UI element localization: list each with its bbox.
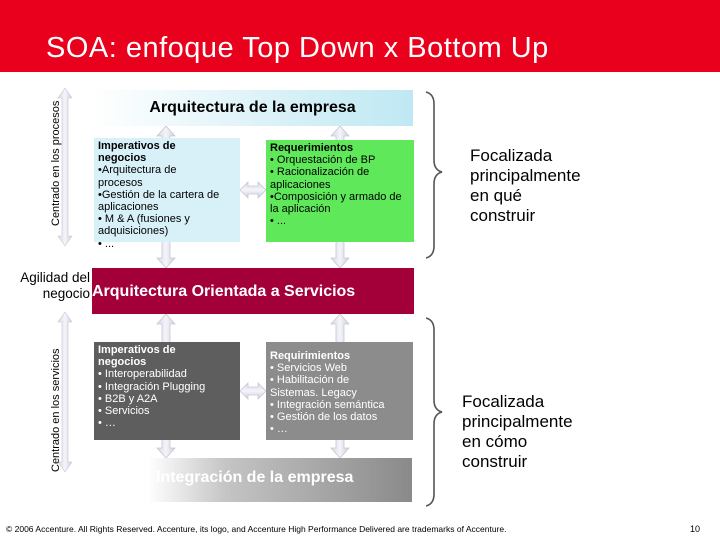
page-title: SOA: enfoque Top Down x Bottom Up [46,32,549,64]
box-line: • B2B y A2A [98,392,158,405]
agility-line: negocio [42,286,90,301]
box-line: • Interoperabilidad [98,368,187,381]
business-imperatives-top-box: Imperativos de negocios •Arquitectura de… [94,138,240,250]
box-line: • … [270,423,288,436]
focus-what-text: Focalizada principalmente en qué constru… [470,146,581,226]
box-line: negocios [98,356,147,369]
soa-band [92,268,414,314]
box-line: Requerimientos [270,142,354,154]
focus-line: construir [462,452,528,471]
horizontal-arrow-bottom [239,382,267,400]
box-line: • ... [270,215,287,228]
focus-line: en cómo [462,432,528,451]
box-line: • Racionalización de [270,166,370,179]
box-line: • ... [98,237,115,250]
header-bar [0,0,720,72]
copyright-notice: © 2006 Accenture. All Rights Reserved. A… [6,524,507,534]
box-line: adquisiciones) [98,225,169,238]
focus-line: Focalizada [470,146,553,165]
page-number: 10 [690,524,701,534]
focus-line: principalmente [462,412,573,431]
enterprise-integration-bar [148,458,412,502]
side-arrow-processes [57,87,73,247]
box-line: Sistemas. Legacy [270,386,357,399]
brace-top [425,91,443,259]
side-arrow-services [57,311,73,473]
agility-line: Agilidad del [20,270,90,285]
box-line: • Gestión de los datos [270,411,378,424]
horizontal-arrow-top [239,181,267,199]
focus-line: construir [470,206,536,225]
box-line: Imperativos de [98,140,176,152]
requirements-bottom-box: Requirimientos • Servicios Web • Habilit… [266,342,413,440]
enterprise-integration-title: Integración de la empresa [156,469,354,486]
focus-how-text: Focalizada principalmente en cómo constr… [462,392,573,472]
box-line: • M & A (fusiones y [98,213,190,226]
box-line: negocios [98,152,147,165]
focus-line: Focalizada [462,392,545,411]
focus-line: principalmente [470,166,581,185]
box-line: aplicaciones [270,178,331,191]
box-line: • Integración semántica [270,398,385,411]
box-line: •Arquitectura de [98,164,177,177]
label-process-centered: Centrado en los procesos [50,100,62,226]
enterprise-architecture-title: Arquitectura de la empresa [149,99,356,116]
box-line: • Servicios Web [270,362,348,375]
focus-line: en qué [470,186,522,205]
box-line: Requirimientos [270,350,351,362]
box-line: procesos [98,176,143,189]
business-agility-label: Agilidad del negocio [4,270,90,302]
box-line: •Gestión de la cartera de [98,188,220,201]
brace-bottom [425,317,443,507]
box-line: la aplicación [270,203,331,216]
label-service-centered: Centrado en los servicios [50,348,62,472]
enterprise-architecture-box: Arquitectura de la empresa [92,90,413,126]
requirements-top-box: Requerimientos • Orquestación de BP • Ra… [266,140,414,242]
box-line: • Integración Plugging [98,380,206,393]
box-line: • Servicios [98,405,150,418]
box-line: • Orquestación de BP [270,154,376,167]
soa-title: Arquitectura Orientada a Servicios [92,283,356,300]
box-line: Imperativos de [98,344,176,356]
box-line: •Composición y armado de [270,190,402,203]
box-line: • Habilitación de [270,374,350,387]
box-line: • … [98,417,116,430]
box-line: aplicaciones [98,201,159,214]
business-imperatives-bottom-box: Imperativos de negocios • Interoperabili… [94,342,240,440]
